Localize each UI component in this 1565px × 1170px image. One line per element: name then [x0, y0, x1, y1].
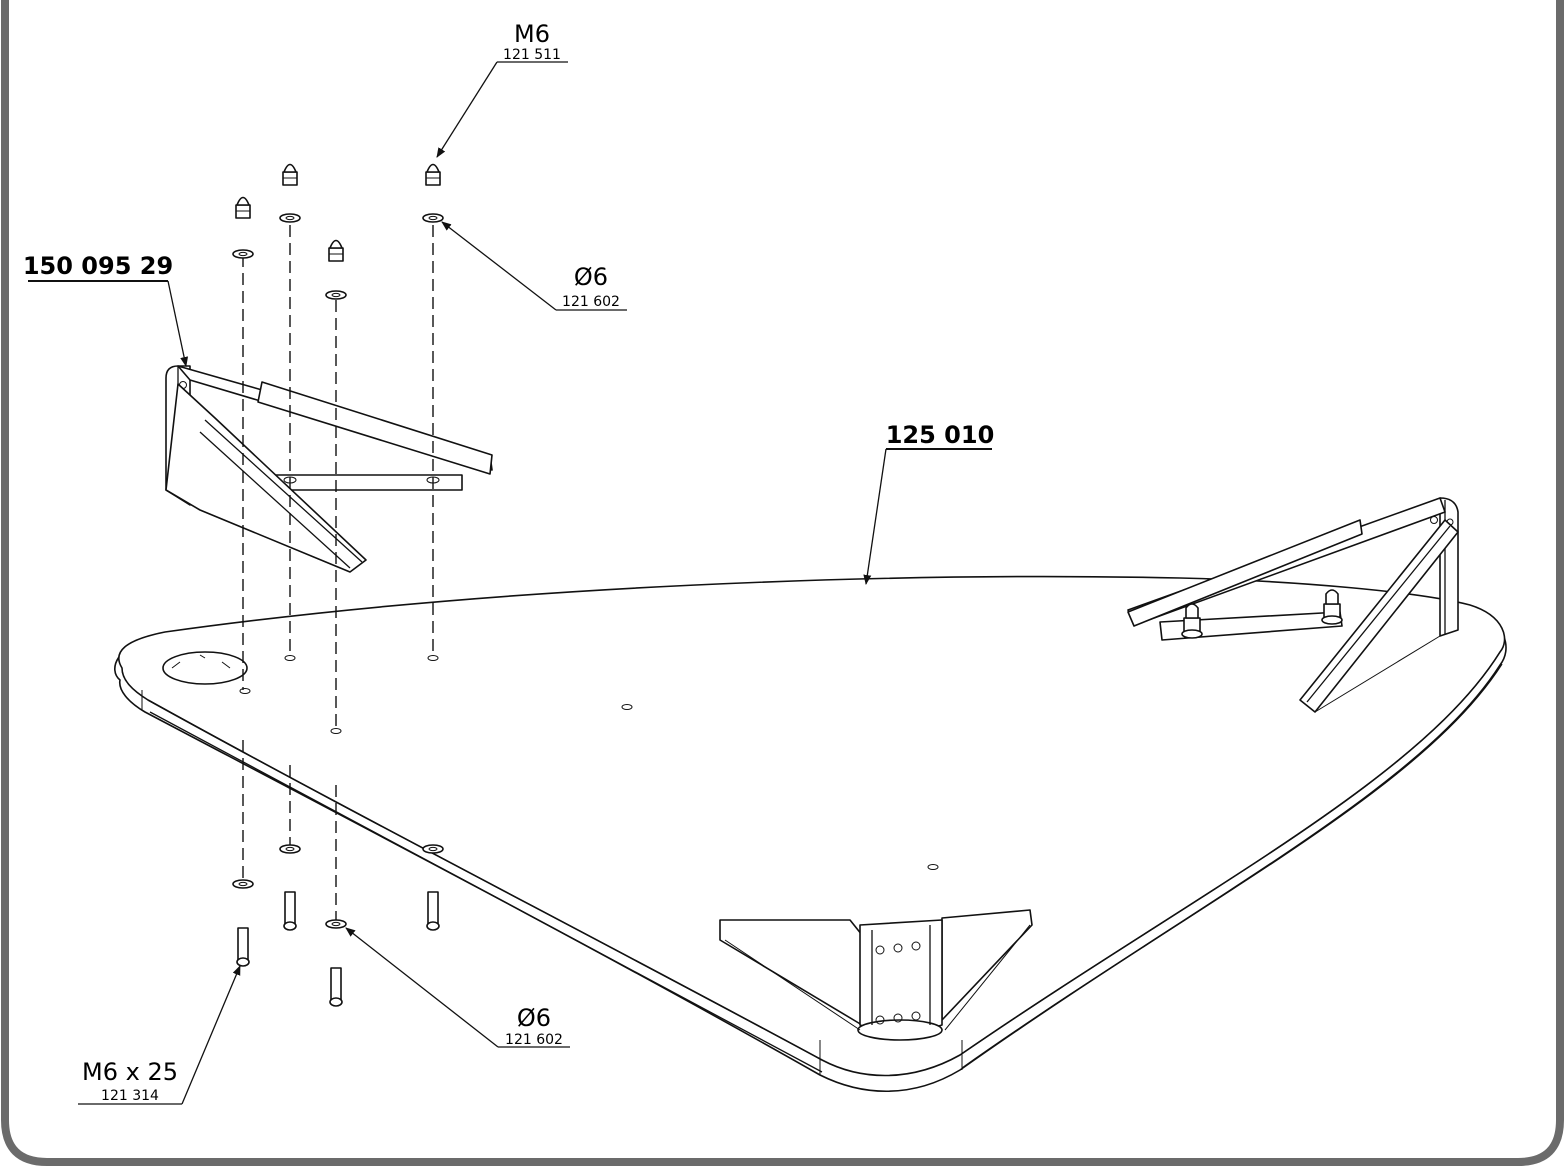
callout-washer-top-size: Ø6 [574, 263, 608, 291]
callout-washer-top-ref: 121 602 [562, 294, 620, 310]
acorn-nut [282, 163, 298, 186]
callout-bracket-ref: 150 095 29 [23, 252, 173, 280]
acorn-nut [328, 239, 344, 262]
callout-bolt-size: M6 x 25 [82, 1058, 178, 1086]
callout-washer-bottom: Ø6 121 602 [345, 927, 570, 1048]
callout-washer-top: Ø6 121 602 [441, 221, 627, 311]
acorn-nuts-top [235, 163, 441, 262]
washers-top [232, 213, 444, 300]
callout-bolt: M6 x 25 121 314 [78, 965, 241, 1105]
bolt [283, 891, 297, 931]
callout-acorn-nut-size: M6 [514, 20, 550, 48]
callout-plate-ref: 125 010 [886, 421, 995, 449]
acorn-nut [235, 196, 251, 219]
callout-acorn-nut-ref: 121 511 [503, 47, 561, 63]
bracket-mounted-bottom [719, 909, 1033, 1041]
base-plate [114, 575, 1507, 1092]
bracket-mounted-right [1127, 497, 1459, 713]
acorn-nut [425, 163, 441, 186]
callout-washer-bottom-ref: 121 602 [505, 1032, 563, 1048]
callout-acorn-nut: M6 121 511 [436, 20, 568, 158]
bolt [426, 891, 440, 931]
callout-plate: 125 010 [863, 421, 995, 585]
assembly-axes [242, 225, 434, 920]
bolt [329, 967, 343, 1007]
washers-bottom [232, 844, 444, 929]
bolts-bottom [236, 891, 440, 1007]
callout-bolt-ref: 121 314 [101, 1088, 159, 1104]
bolt [236, 927, 250, 967]
callout-bracket: 150 095 29 [23, 252, 189, 367]
bracket-exploded [165, 365, 493, 573]
callout-washer-bottom-size: Ø6 [517, 1004, 551, 1032]
